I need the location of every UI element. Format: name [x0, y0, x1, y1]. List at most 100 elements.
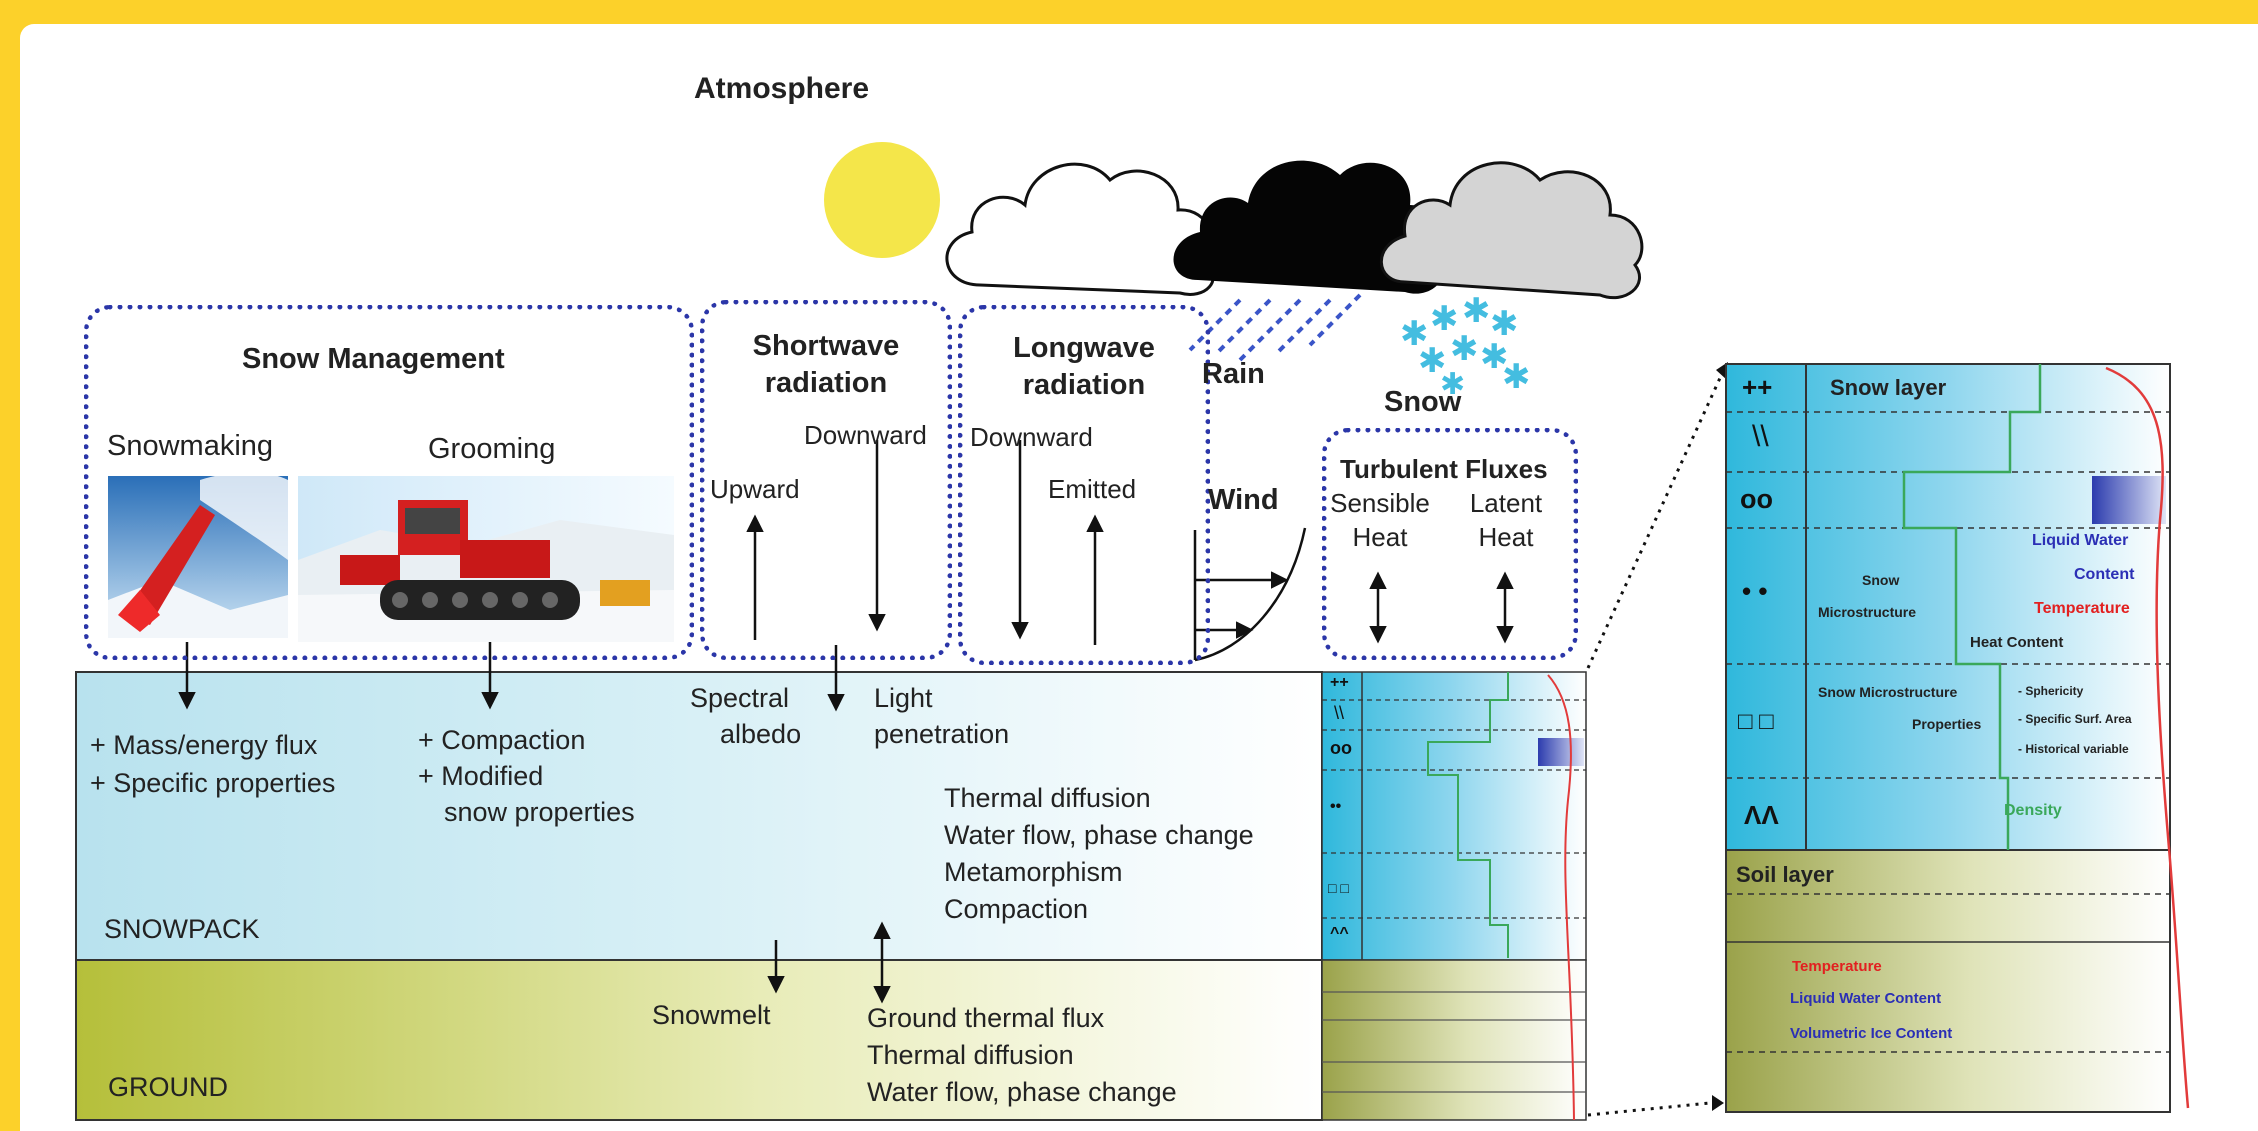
turbulent-title: Turbulent Fluxes: [1340, 454, 1548, 484]
snow-management-title: Snow Management: [242, 343, 505, 375]
historical-variable-label: - Historical variable: [2018, 742, 2129, 756]
soil-temperature-label: Temperature: [1792, 958, 1882, 975]
snow-management-box: [84, 305, 694, 660]
liquid-water-label-2: Content: [2074, 566, 2135, 583]
snowpack-label: SNOWPACK: [104, 914, 260, 944]
svg-text:✱: ✱: [1480, 337, 1509, 377]
snowmelt-label: Snowmelt: [652, 1000, 771, 1030]
effect-mass-energy: + Mass/energy flux: [90, 730, 318, 760]
shortwave-upward: Upward: [710, 474, 800, 504]
longwave-box: [958, 305, 1210, 665]
sun-icon: [824, 142, 940, 258]
liquid-water-label-1: Liquid Water: [2032, 532, 2129, 549]
svg-text:✱: ✱: [1450, 329, 1479, 369]
detail-layer-column: [1725, 363, 2190, 1113]
detail-symbol-oo: oo: [1740, 484, 1773, 514]
sphericity-label: - Sphericity: [2018, 684, 2084, 698]
snow-management-effects-left: + Mass/energy flux + Specific properties: [90, 726, 335, 802]
snow-microstructure-label-2: Microstructure: [1818, 604, 1917, 620]
svg-text:✱: ✱: [1502, 357, 1531, 397]
svg-text:✱: ✱: [1430, 299, 1459, 339]
ground-thermal-diffusion: Thermal diffusion: [867, 1040, 1074, 1070]
sensible-heat-line1: Sensible: [1330, 488, 1430, 518]
longwave-title-line1: Longwave: [1013, 332, 1155, 364]
snow-microstructure-label-1: Snow: [1862, 572, 1900, 588]
rain-icon: [1188, 293, 1362, 362]
longwave-emitted: Emitted: [1048, 474, 1137, 504]
svg-text:✱: ✱: [1400, 314, 1429, 354]
detail-symbol-backslash: \\: [1752, 420, 1769, 453]
temperature-label: Temperature: [2034, 600, 2130, 617]
soil-layer-label: Soil layer: [1736, 862, 1834, 887]
sensible-heat-label: Sensible Heat: [1330, 486, 1430, 554]
latent-heat-line2: Heat: [1478, 522, 1534, 552]
small-symbol-carets: ^^: [1330, 925, 1349, 942]
wind-profile-icon: [1193, 527, 1307, 662]
process-metamorphism: Metamorphism: [944, 857, 1123, 887]
specific-surface-label: - Specific Surf. Area: [2018, 712, 2132, 726]
small-symbol-oo: oo: [1330, 738, 1352, 758]
sensible-heat-line2: Heat: [1352, 522, 1408, 552]
density-label: Density: [2004, 802, 2062, 819]
process-thermal-diffusion: Thermal diffusion: [944, 783, 1151, 813]
spectral-albedo-line2: albedo: [720, 719, 802, 749]
process-compaction: Compaction: [944, 894, 1089, 924]
light-penetration-line1: Light: [874, 683, 933, 713]
micro-properties-label-2: Properties: [1912, 716, 1982, 732]
ground-processes: Ground thermal flux Thermal diffusion Wa…: [867, 1000, 1177, 1111]
soil-ice-label: Volumetric Ice Content: [1790, 1025, 1953, 1042]
svg-text:✱: ✱: [1418, 341, 1447, 381]
shortwave-downward: Downward: [804, 420, 927, 450]
small-symbol-squares: □ □: [1328, 880, 1349, 896]
rain-label: Rain: [1202, 358, 1265, 390]
longwave-title: Longwave radiation: [958, 330, 1210, 404]
small-symbol-backslash: \\: [1334, 703, 1345, 723]
snow-label: Snow: [1384, 386, 1462, 418]
atmosphere-title: Atmosphere: [694, 72, 870, 105]
snowmaking-photo: [108, 472, 288, 638]
svg-text:✱: ✱: [1490, 304, 1519, 344]
ground-water-flow: Water flow, phase change: [867, 1077, 1177, 1107]
process-water-flow: Water flow, phase change: [944, 820, 1254, 850]
snow-layer-label: Snow layer: [1830, 375, 1947, 400]
small-symbol-dots: ••: [1330, 798, 1342, 815]
heat-content-label: Heat Content: [1970, 634, 2064, 651]
grooming-label: Grooming: [428, 433, 556, 465]
latent-heat-label: Latent Heat: [1456, 486, 1556, 554]
detail-symbol-lambdas: ΛΛ: [1744, 800, 1779, 830]
svg-text:✱: ✱: [1440, 367, 1465, 402]
snowmaking-label: Snowmaking: [107, 430, 274, 462]
shortwave-title-line1: Shortwave: [752, 330, 900, 362]
snow-management-effects-right: + Compaction + Modified snow properties: [418, 722, 635, 830]
snowpack-processes: Thermal diffusion Water flow, phase chan…: [944, 780, 1254, 928]
small-symbol-plus: ++: [1330, 674, 1349, 691]
ground-thermal-flux: Ground thermal flux: [867, 1003, 1105, 1033]
spectral-albedo-line1: Spectral: [690, 683, 790, 713]
snowflakes-icon: ✱ ✱ ✱ ✱ ✱ ✱ ✱ ✱ ✱: [1400, 291, 1531, 402]
wind-label: Wind: [1208, 484, 1279, 516]
dark-cloud-icon: [1173, 160, 1443, 294]
shortwave-title: Shortwave radiation: [700, 328, 952, 402]
svg-text:✱: ✱: [1462, 291, 1491, 331]
effect-compaction: + Compaction: [418, 725, 586, 755]
detail-symbol-plus: ++: [1742, 372, 1773, 402]
shortwave-title-line2: radiation: [764, 367, 888, 399]
latent-heat-line1: Latent: [1469, 488, 1543, 518]
grey-cloud-icon: [1379, 161, 1644, 300]
effect-modified: + Modified: [418, 761, 544, 791]
light-penetration: Light penetration: [874, 680, 1009, 752]
turbulent-fluxes-box: [1322, 428, 1578, 660]
effect-specific-properties: + Specific properties: [90, 768, 336, 798]
snowpack-panel: [75, 671, 1323, 961]
white-cloud-icon: [945, 162, 1215, 296]
longwave-downward: Downward: [970, 422, 1093, 452]
effect-snow-properties: snow properties: [444, 797, 635, 827]
spectral-albedo: Spectral albedo: [690, 680, 801, 752]
longwave-title-line2: radiation: [1022, 369, 1146, 401]
soil-lwc-label: Liquid Water Content: [1790, 990, 1942, 1007]
detail-symbol-squares: □ □: [1738, 708, 1774, 735]
ground-label: GROUND: [108, 1072, 228, 1102]
light-penetration-line2: penetration: [874, 719, 1010, 749]
micro-properties-label-1: Snow Microstructure: [1818, 684, 1958, 700]
